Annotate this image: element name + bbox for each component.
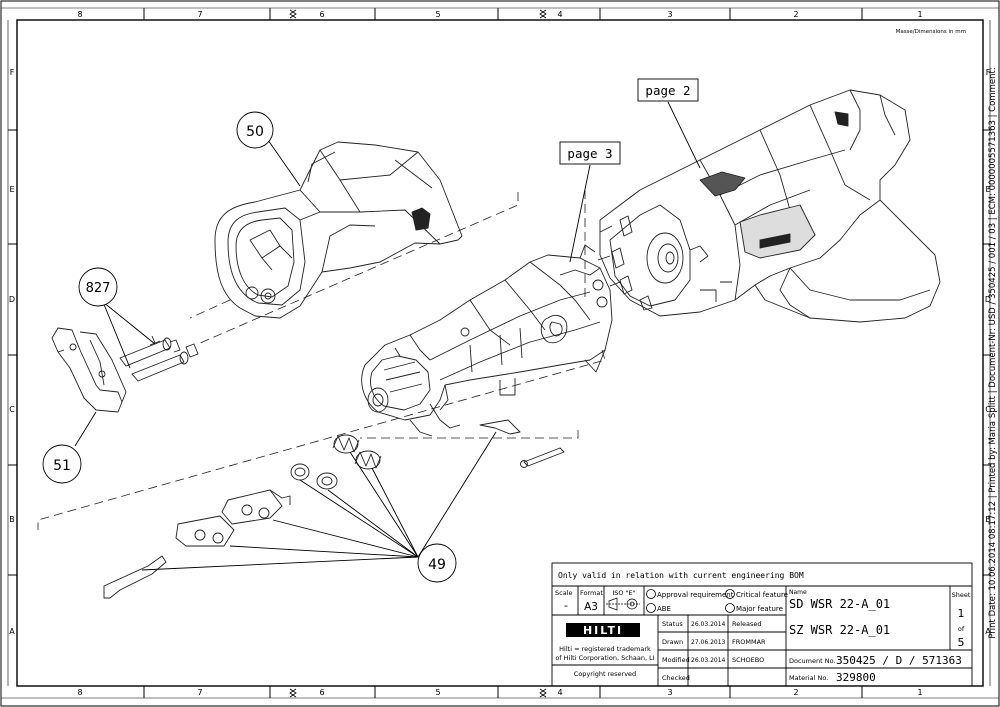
status-value: Released bbox=[732, 620, 762, 628]
zone-right-F: F bbox=[986, 68, 991, 77]
zone-bottom-8: 8 bbox=[77, 688, 82, 697]
status-label: Status bbox=[662, 620, 683, 628]
drawn-value: FROMMAR bbox=[732, 638, 766, 646]
zone-top-7: 7 bbox=[197, 10, 202, 19]
scale-value: - bbox=[564, 599, 568, 612]
exploded-view bbox=[37, 89, 941, 599]
sheet-number: 1 bbox=[958, 607, 965, 620]
zone-right-D: D bbox=[985, 295, 991, 304]
zone-left-F: F bbox=[10, 68, 15, 77]
hilti-logo-text: HILTI bbox=[583, 624, 623, 637]
title-block-text: Only valid in relation with current engi… bbox=[555, 571, 971, 684]
callout-page-3-label: page 3 bbox=[567, 146, 612, 161]
part-49-springs-washers bbox=[103, 434, 565, 599]
zone-left-A: A bbox=[9, 627, 15, 636]
material-label: Material No. bbox=[789, 674, 828, 682]
zone-right-A: A bbox=[985, 627, 991, 636]
name-sz: SZ WSR 22-A_01 bbox=[789, 623, 890, 637]
callout-827-label: 827 bbox=[86, 281, 111, 296]
zone-top-3: 3 bbox=[667, 10, 672, 19]
title-block bbox=[551, 562, 973, 687]
drawn-label: Drawn bbox=[662, 638, 683, 646]
scale-label: Scale bbox=[555, 589, 573, 597]
copyright-note: Copyright reserved bbox=[574, 670, 636, 678]
zone-top-6: 6 bbox=[319, 10, 324, 19]
units-note: Masse/Dimensions in mm bbox=[896, 29, 966, 35]
zone-bottom-5: 5 bbox=[435, 688, 440, 697]
critical-feature-label: Critical feature bbox=[736, 591, 788, 599]
abe-checkbox bbox=[646, 603, 656, 613]
sheet-of-label: of bbox=[958, 625, 965, 633]
name-sd: SD WSR 22-A_01 bbox=[789, 597, 890, 611]
critical-feature-checkbox bbox=[725, 589, 735, 599]
checked-label: Checked bbox=[662, 674, 690, 682]
projection-symbol-icon bbox=[606, 597, 640, 611]
callout-50-label: 50 bbox=[246, 124, 264, 140]
zone-left-E: E bbox=[9, 185, 14, 194]
sheet-total: 5 bbox=[958, 636, 965, 649]
zone-top-4: 4 bbox=[557, 10, 562, 19]
zone-right-C: C bbox=[985, 405, 991, 414]
trademark-line-1: Hilti = registered trademark bbox=[559, 645, 651, 653]
callout-827: 827 bbox=[78, 267, 118, 307]
major-feature-checkbox bbox=[725, 603, 735, 613]
print-info: Print Date: 10.06.2014 08:17:12 | Printe… bbox=[988, 67, 998, 638]
callout-page-3: page 3 bbox=[559, 141, 621, 165]
zone-right-E: E bbox=[985, 185, 990, 194]
zone-labels: 8 7 6 5 4 3 2 1 8 7 6 5 4 3 2 1 F E D C … bbox=[9, 10, 991, 697]
status-date: 26.03.2014 bbox=[691, 621, 726, 628]
material-value: 329800 bbox=[836, 671, 876, 684]
zone-bottom-3: 3 bbox=[667, 688, 672, 697]
validity-note: Only valid in relation with current engi… bbox=[558, 571, 804, 580]
zone-bottom-6: 6 bbox=[319, 688, 324, 697]
sheet-label: Sheet bbox=[952, 591, 971, 599]
document-value: 350425 / D / 571363 bbox=[836, 654, 962, 667]
major-feature-label: Major feature bbox=[736, 605, 783, 613]
modified-date: 26.03.2014 bbox=[691, 657, 726, 664]
document-label: Document No. bbox=[789, 657, 836, 665]
drawn-date: 27.06.2013 bbox=[691, 639, 726, 646]
abe-label: ABE bbox=[657, 605, 671, 613]
zone-left-D: D bbox=[9, 295, 15, 304]
zone-bottom-1: 1 bbox=[917, 688, 922, 697]
callout-page-2-label: page 2 bbox=[645, 83, 690, 98]
part-50-front-cover bbox=[214, 141, 463, 319]
callout-50: 50 bbox=[236, 111, 274, 149]
zone-bottom-4: 4 bbox=[557, 688, 562, 697]
zone-top-1: 1 bbox=[917, 10, 922, 19]
callout-49: 49 bbox=[417, 543, 457, 583]
modified-label: Modified bbox=[662, 656, 690, 664]
callouts bbox=[74, 101, 701, 571]
callout-page-2: page 2 bbox=[637, 78, 699, 102]
name-label: Name bbox=[789, 589, 807, 596]
assembly-axis-lines bbox=[37, 190, 606, 530]
approval-requirement-checkbox bbox=[646, 589, 656, 599]
hilti-logo: HILTI bbox=[566, 623, 640, 637]
part-827-screws bbox=[119, 335, 199, 382]
gear-housing-assembly bbox=[361, 244, 613, 437]
zone-bottom-7: 7 bbox=[197, 688, 202, 697]
zone-top-8: 8 bbox=[77, 10, 82, 19]
format-label: Format bbox=[580, 589, 603, 597]
trademark-line-2: of Hilti Corporation, Schaan, LI bbox=[555, 654, 654, 662]
zone-bottom-2: 2 bbox=[793, 688, 798, 697]
callout-51-label: 51 bbox=[53, 458, 71, 474]
motor-housing-assembly bbox=[597, 89, 941, 323]
part-51-belt-hook bbox=[51, 327, 127, 413]
callout-49-label: 49 bbox=[428, 557, 446, 573]
iso-label: ISO "E" bbox=[612, 589, 635, 597]
modified-value: SCHOEBO bbox=[732, 656, 764, 664]
zone-top-5: 5 bbox=[435, 10, 440, 19]
callout-51: 51 bbox=[42, 444, 82, 484]
zone-left-C: C bbox=[9, 405, 15, 414]
zone-left-B: B bbox=[9, 515, 15, 524]
approval-requirement-label: Approval requirement bbox=[657, 591, 734, 599]
zone-top-2: 2 bbox=[793, 10, 798, 19]
format-value: A3 bbox=[584, 601, 598, 613]
zone-right-B: B bbox=[985, 515, 991, 524]
